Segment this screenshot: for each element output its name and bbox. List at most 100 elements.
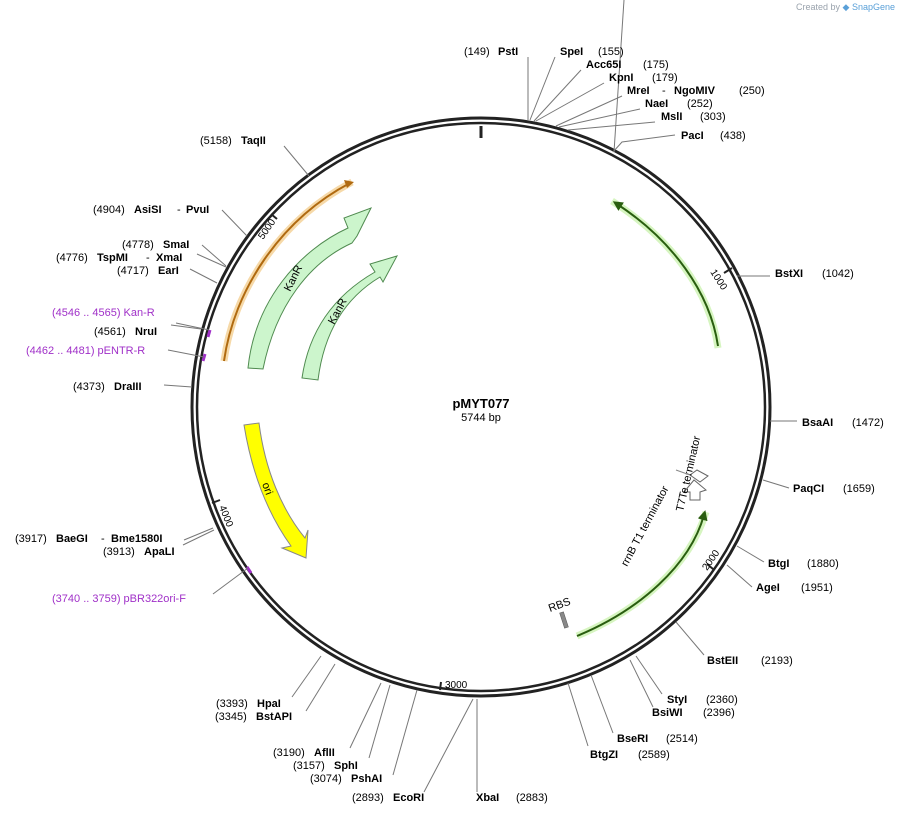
- snapgene-credit: Created by ◆ SnapGene: [796, 2, 895, 13]
- enzyme-taqii-pos: (5158): [200, 135, 232, 147]
- enzyme-acc65i-pos: (175): [643, 59, 669, 71]
- primer-pbr322ori-f-label: (3740 .. 3759) pBR322ori-F: [52, 593, 186, 605]
- leader-asisi: [221, 209, 248, 237]
- rrnb-label: rrnB T1 terminator: [619, 484, 672, 569]
- enzyme-agei-pos: (1951): [801, 582, 833, 594]
- enzyme-spei-pos: (155): [598, 46, 624, 58]
- leader-msli: [567, 121, 656, 131]
- enzyme-tspmi-sep: -: [146, 252, 150, 264]
- leader-primer-pbr322ori-f: [212, 567, 249, 595]
- enzyme-bstxi-name: BstXI: [775, 268, 803, 280]
- enzyme-naei-pos: (252): [687, 98, 713, 110]
- enzyme-xbai-pos: (2883): [516, 792, 548, 804]
- leader-mrei: [555, 95, 623, 127]
- enzyme-bsiwi-name: BsiWI: [652, 707, 683, 719]
- enzyme-eari-name: EarI: [158, 265, 179, 277]
- backbone-inner-ring: [195, 121, 767, 693]
- enzyme-asisi-pos: (4904): [93, 204, 125, 216]
- enzyme-aflii-pos: (3190): [273, 747, 305, 759]
- primer-bar-kan-r: [206, 329, 212, 338]
- enzyme-aflii-name: AflII: [314, 747, 335, 759]
- enzyme-psti-pos: (149): [464, 46, 490, 58]
- enzyme-draiii-name: DraIII: [114, 381, 142, 393]
- enzyme-asisi-name: AsiSI: [134, 204, 162, 216]
- enzyme-mrei-pos: (250): [739, 85, 765, 97]
- enzyme-apali-pos: (3913): [103, 546, 135, 558]
- leader-bseri: [590, 674, 614, 734]
- enzyme-apali-name: ApaLI: [144, 546, 175, 558]
- leader-eari: [189, 268, 218, 284]
- upper-right-feature-arc-line: [612, 201, 719, 347]
- enzyme-paqci-pos: (1659): [843, 483, 875, 495]
- rbs-marker: [559, 611, 569, 629]
- enzyme-bstapi-pos: (3345): [215, 711, 247, 723]
- leader-bsteii: [675, 621, 705, 656]
- leader-kpni: [535, 82, 605, 122]
- enzyme-smai-pos: (4778): [122, 239, 154, 251]
- leader-primer-pentr-r: [167, 349, 205, 358]
- leader-styi: [635, 655, 663, 695]
- enzyme-psti-name: PstI: [498, 46, 518, 58]
- enzyme-styi-name: StyI: [667, 694, 687, 706]
- leader-taqii: [283, 145, 310, 177]
- enzyme-paqci-name: PaqCI: [793, 483, 824, 495]
- leader-ecori: [423, 698, 474, 793]
- enzyme-kpni-name: KpnI: [609, 72, 633, 84]
- enzyme-styi-pos: (2360): [706, 694, 738, 706]
- enzyme-baegi-name: BaeGI: [56, 533, 88, 545]
- enzyme-bstapi-name: BstAPI: [256, 711, 292, 723]
- rrnb-terminator-icon: [682, 479, 708, 501]
- plasmid-name: pMYT077: [452, 396, 509, 411]
- enzyme-paci-pos: (438): [720, 130, 746, 142]
- enzyme-mrei-sep: -: [662, 85, 666, 97]
- enzyme-ecori-name: EcoRI: [393, 792, 424, 804]
- enzyme-ngomiv-name: NgoMIV: [674, 85, 716, 97]
- leader-agei: [726, 564, 753, 588]
- primer-pentr-r-label: (4462 .. 4481) pENTR-R: [26, 345, 145, 357]
- enzyme-bsteii-pos: (2193): [761, 655, 793, 667]
- plasmid-length: 5744 bp: [461, 412, 501, 424]
- enzyme-msli-name: MslI: [661, 111, 682, 123]
- tick-3000: [439, 681, 442, 691]
- primer-kan-r-label: (4546 .. 4565) Kan-R: [52, 307, 155, 319]
- enzyme-leader-lines: [163, 0, 797, 793]
- enzyme-bseri-pos: (2514): [666, 733, 698, 745]
- leader-aflii: [349, 682, 382, 749]
- enzyme-sphi-name: SphI: [334, 760, 358, 772]
- leader-btgzi: [567, 682, 589, 747]
- enzyme-nrui-pos: (4561): [94, 326, 126, 338]
- enzyme-btgi-name: BtgI: [768, 558, 789, 570]
- backbone-outer-ring: [190, 116, 772, 698]
- credit-prefix: Created by: [795, 2, 840, 12]
- leader-apali: [182, 529, 215, 546]
- enzyme-mrei-name: MreI: [627, 85, 650, 97]
- enzyme-smai-name: SmaI: [163, 239, 189, 251]
- leader-paci: [613, 0, 625, 153]
- leader-spei: [529, 56, 556, 121]
- leader-paci-path: [612, 134, 676, 153]
- enzyme-sphi-pos: (3157): [293, 760, 325, 772]
- enzyme-bseri-name: BseRI: [617, 733, 648, 745]
- enzyme-bstxi-pos: (1042): [822, 268, 854, 280]
- enzyme-xmai-name: XmaI: [156, 252, 182, 264]
- enzyme-btgzi-pos: (2589): [638, 749, 670, 761]
- enzyme-bsaai-name: BsaAI: [802, 417, 833, 429]
- leader-btgi: [736, 545, 765, 563]
- enzyme-tspmi-pos: (4776): [56, 252, 88, 264]
- enzyme-baegi-sep: -: [101, 533, 105, 545]
- leader-smai: [201, 244, 227, 267]
- tick-marks: [211, 213, 733, 691]
- enzyme-bme1580i-name: Bme1580I: [111, 533, 162, 545]
- leader-bstapi: [305, 663, 336, 712]
- enzyme-nrui-name: NruI: [135, 326, 157, 338]
- leader-acc65i: [533, 69, 582, 122]
- enzyme-taqii-name: TaqII: [241, 135, 266, 147]
- enzyme-ecori-pos: (2893): [352, 792, 384, 804]
- enzyme-xbai-name: XbaI: [476, 792, 499, 804]
- leader-nrui: [170, 324, 202, 330]
- tick-label-3000: 3000: [445, 680, 468, 691]
- enzyme-naei-name: NaeI: [645, 98, 668, 110]
- leader-naei: [558, 108, 641, 128]
- leader-paqci: [762, 479, 790, 489]
